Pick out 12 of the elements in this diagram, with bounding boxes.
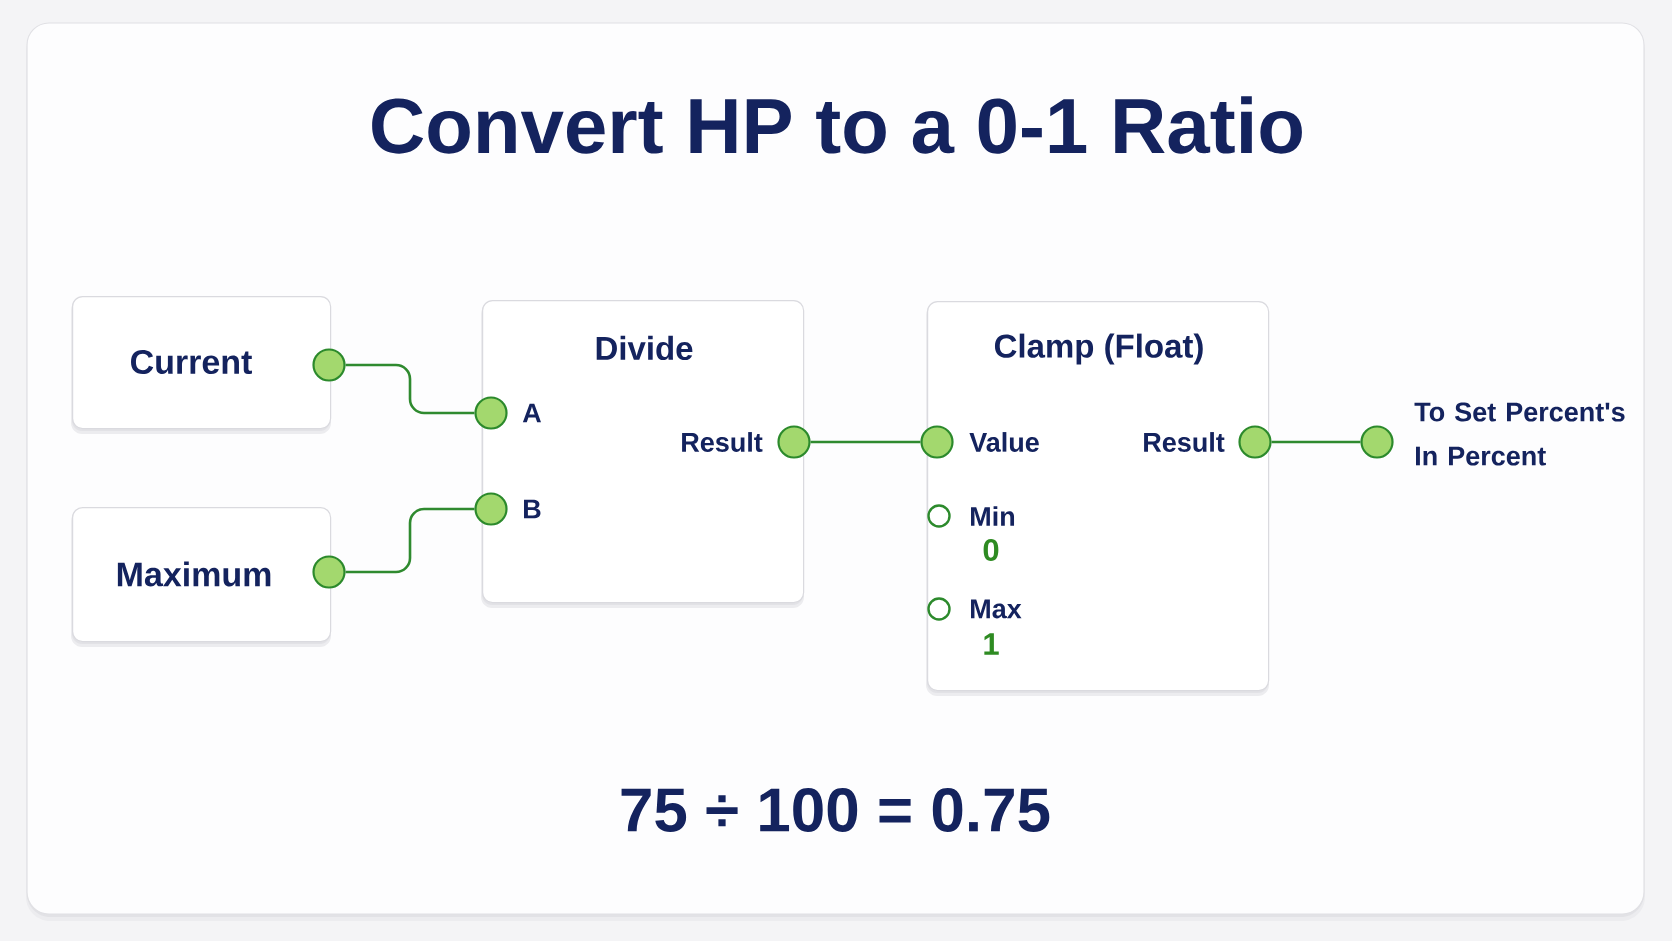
- pin-label: A: [522, 403, 541, 423]
- pin-label: Result: [682, 432, 763, 452]
- default-value: 0: [983, 539, 999, 561]
- pin-label: Min: [971, 506, 1015, 526]
- equation: 75 ÷ 100 = 0.75: [621, 788, 1050, 832]
- pin-label: Value: [969, 432, 1039, 452]
- pin-label: To Set Percent's In Percent: [1414, 402, 1625, 466]
- pin-label: Result: [1144, 432, 1225, 452]
- pin-label: Max: [971, 599, 1022, 619]
- default-value: 1: [984, 633, 999, 655]
- pin-label: B: [524, 499, 541, 519]
- title: Convert HP to a 0-1 Ratio: [372, 96, 1302, 154]
